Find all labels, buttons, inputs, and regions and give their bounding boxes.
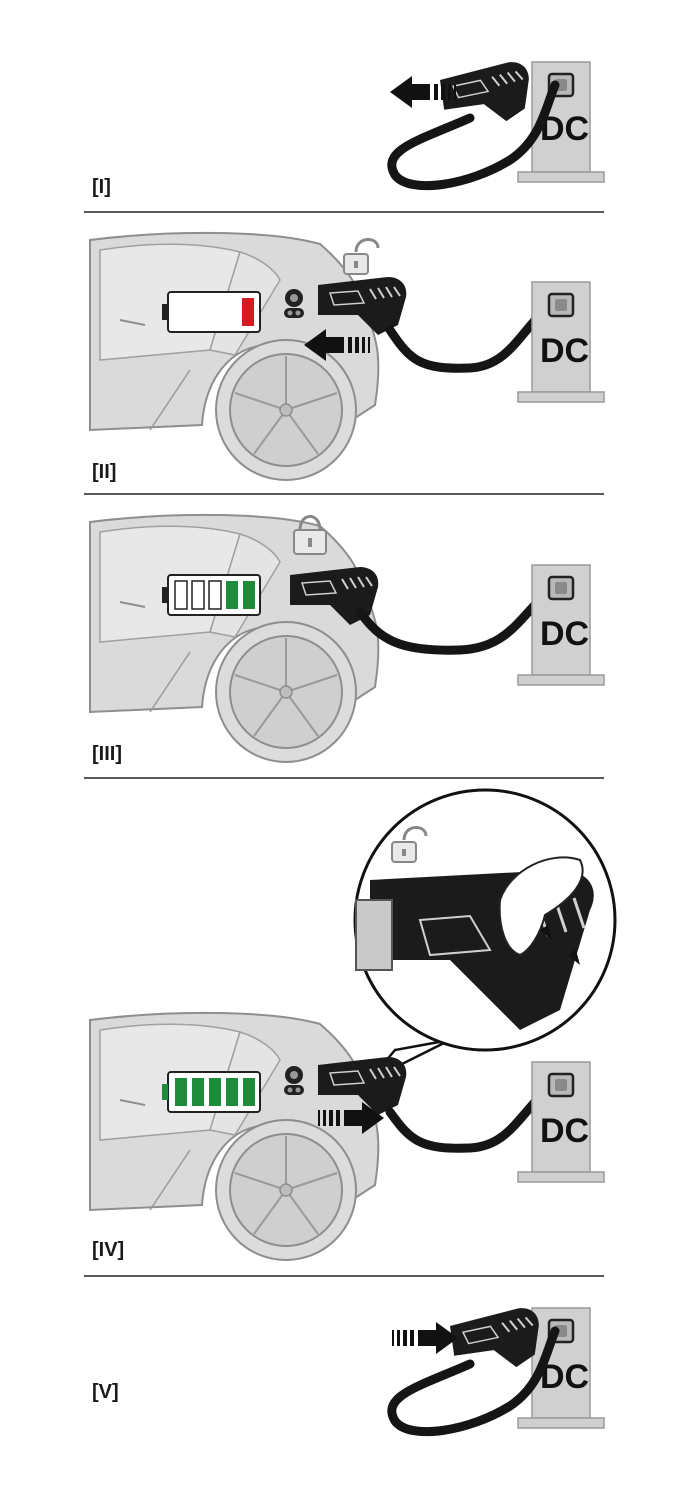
car <box>89 1011 380 1261</box>
battery-cell-low <box>242 298 254 326</box>
step-label: [V] <box>92 1381 119 1403</box>
battery-cell-charged <box>243 1078 255 1106</box>
charging-cable <box>355 580 560 655</box>
finger <box>498 856 584 957</box>
charging-plug <box>437 58 536 131</box>
battery-indicator <box>162 1071 261 1113</box>
battery-indicator <box>162 574 261 616</box>
step-label: [IV] <box>92 1239 124 1261</box>
step-label: [I] <box>92 176 111 198</box>
step-2-panel: DC [II] <box>89 231 606 483</box>
zoom-inset <box>353 788 617 1082</box>
battery-cell-charged <box>209 1078 221 1106</box>
step-label: [II] <box>92 461 116 483</box>
battery-cell-charged <box>243 581 255 609</box>
station-label: DC <box>540 1358 589 1396</box>
battery-cell-charged <box>192 1078 204 1106</box>
car <box>89 231 380 481</box>
car-socket <box>284 289 304 318</box>
arrow-right-icon <box>392 1322 458 1354</box>
unlocked-padlock-icon <box>342 237 380 276</box>
station-label: DC <box>540 332 589 370</box>
battery-cell-charged <box>226 581 238 609</box>
charging-cable <box>387 1326 560 1437</box>
battery-cell-charged <box>175 1078 187 1106</box>
step-3-panel: DC [III] <box>89 513 606 765</box>
step-5-panel: DC [V] <box>92 1304 606 1437</box>
car-socket <box>284 1066 304 1095</box>
step-1-panel: DC [I] <box>92 58 606 198</box>
car <box>89 513 380 763</box>
charging-cable <box>385 295 560 373</box>
battery-cell-charged <box>226 1078 238 1106</box>
step-label: [III] <box>92 743 122 765</box>
charging-cable <box>385 1077 560 1153</box>
station-label: DC <box>540 615 589 653</box>
battery-indicator <box>162 291 261 333</box>
step-4-panel: DC [IV] <box>89 788 617 1261</box>
charging-cable <box>387 80 560 191</box>
station-label: DC <box>540 1112 589 1150</box>
